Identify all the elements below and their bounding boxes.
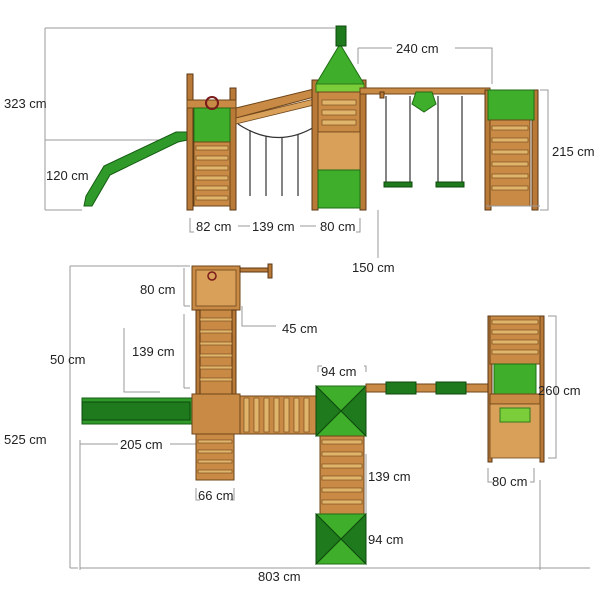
lower-bridge	[319, 435, 365, 517]
climbing-panel	[487, 89, 535, 121]
dim-side: 50 cm	[50, 352, 85, 367]
swing-seat-2	[435, 96, 465, 188]
baby-swing	[411, 91, 437, 113]
dim-offset: 45 cm	[282, 321, 317, 336]
dim-w2: 139 cm	[252, 219, 295, 234]
plan-ladder	[195, 309, 237, 395]
dim-slide-height: 120 cm	[46, 168, 89, 183]
lower-tower-deck	[191, 393, 241, 435]
plan-swing-beam	[365, 383, 489, 393]
plan-climbing-frame	[487, 315, 545, 463]
dim-frame-len: 260 cm	[538, 383, 581, 398]
dim-total-depth: 525 cm	[4, 432, 47, 447]
rope-bridge	[237, 123, 317, 139]
dim-sandbox-w: 66 cm	[198, 488, 233, 503]
tower-roof	[315, 43, 365, 85]
dim-w3: 80 cm	[320, 219, 355, 234]
green-panel	[193, 107, 231, 143]
climbing-ladder	[489, 119, 531, 207]
plan-swing-seat-2	[435, 381, 467, 395]
plan-view: 80 cm 45 cm 139 cm 50 cm 94 cm 260 cm 52…	[4, 263, 590, 584]
slide	[83, 131, 191, 207]
dim-roof-w: 94 cm	[321, 364, 356, 379]
dim-bridge-len: 139 cm	[368, 469, 411, 484]
lower-tower-roof	[315, 512, 367, 566]
dim-frame-w: 80 cm	[492, 474, 527, 489]
dim-depth: 150 cm	[352, 260, 395, 275]
dim-roof2-w: 94 cm	[368, 532, 403, 547]
dim-swing-width: 240 cm	[396, 41, 439, 56]
side-elevation: 323 cm 120 cm 240 cm 215 cm 82 cm 139 cm…	[4, 25, 595, 275]
dim-tower-depth: 80 cm	[140, 282, 175, 297]
sandbox	[195, 433, 235, 481]
dim-slide-len: 205 cm	[120, 437, 163, 452]
swing-seat-1	[383, 96, 413, 188]
steering-wheel-icon	[205, 96, 219, 110]
steering-wheel-icon-plan	[207, 271, 217, 281]
dim-ladder-len: 139 cm	[132, 344, 175, 359]
dim-w1: 82 cm	[196, 219, 231, 234]
dim-climb-height: 215 cm	[552, 144, 595, 159]
left-tower-ladder	[193, 141, 231, 207]
dim-total-width: 803 cm	[258, 569, 301, 584]
middle-tower-roof	[315, 384, 367, 438]
dim-height-total: 323 cm	[4, 96, 47, 111]
plan-bridge	[239, 395, 317, 435]
plan-swing-seat-1	[385, 381, 417, 395]
